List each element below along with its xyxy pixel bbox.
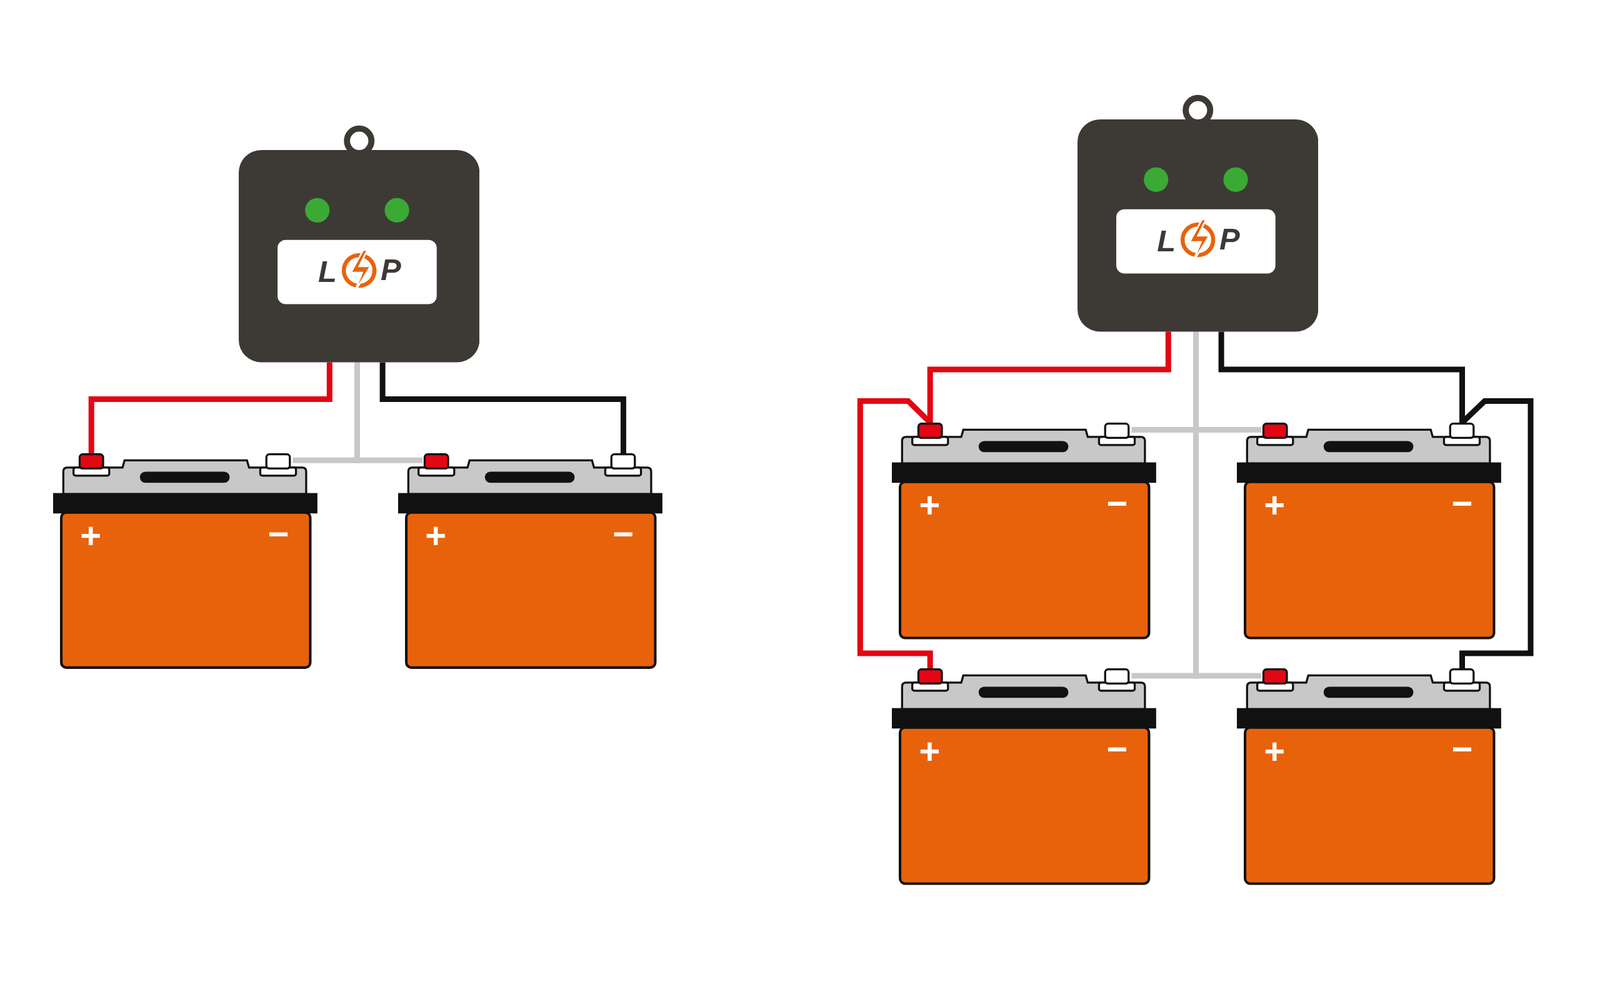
battery: +−: [891, 668, 1157, 886]
polarity-sign: −: [1451, 485, 1474, 522]
lid-slot: [1323, 440, 1414, 452]
status-led: [1143, 167, 1169, 192]
battery-body: [61, 512, 310, 668]
polarity-sign: +: [1263, 486, 1285, 524]
balancer-art: [238, 150, 480, 363]
balancer-housing: [1077, 119, 1319, 332]
battery-body: [900, 481, 1149, 639]
lid-slot: [978, 686, 1069, 699]
logo-letter: L: [318, 256, 337, 287]
battery-body: [900, 727, 1149, 884]
polarity-sign: +: [80, 517, 102, 554]
positive-wire: [91, 362, 330, 454]
hanging-hook: [1185, 98, 1210, 123]
positive-terminal: [424, 454, 449, 469]
balancer-unit: LP: [238, 150, 480, 363]
negative-terminal: [1450, 423, 1474, 439]
balance-wire: [1131, 331, 1197, 430]
positive-wire: [930, 331, 1169, 423]
battery-band: [891, 462, 1157, 484]
polarity-sign: +: [918, 486, 940, 524]
logo-letter: P: [1219, 223, 1240, 255]
polarity-sign: −: [1106, 485, 1129, 522]
logo-letter: L: [1156, 225, 1176, 257]
status-led: [1223, 167, 1249, 192]
lid-slot: [485, 471, 575, 483]
battery-art: [1236, 668, 1502, 886]
polarity-sign: +: [1263, 733, 1285, 770]
polarity-sign: −: [1106, 730, 1129, 767]
polarity-sign: −: [613, 515, 635, 552]
battery-body: [1245, 481, 1494, 639]
battery-body: [406, 512, 655, 668]
logo-plate: [1116, 209, 1276, 274]
balancer-unit: LP: [1077, 119, 1319, 332]
battery-art: [53, 453, 318, 670]
positive-terminal: [79, 454, 104, 469]
logo-letter: P: [380, 254, 402, 285]
battery-band: [398, 493, 663, 514]
negative-terminal: [266, 454, 290, 469]
lid-slot: [140, 471, 230, 483]
status-led: [305, 198, 330, 223]
positive-terminal: [918, 423, 942, 439]
battery: +−: [1236, 668, 1502, 886]
battery-band: [53, 493, 318, 514]
balance-wire: [292, 362, 357, 461]
battery: +−: [398, 453, 663, 670]
battery: +−: [891, 422, 1157, 640]
logo-bolt: [351, 250, 371, 294]
positive-terminal: [1263, 669, 1287, 684]
positive-terminal: [1263, 423, 1287, 439]
battery-art: [891, 422, 1157, 640]
hanging-hook: [346, 128, 372, 154]
battery-art: [1236, 422, 1502, 640]
battery-art: [398, 453, 663, 670]
lid-slot: [1323, 686, 1414, 699]
balancer-art: [1077, 119, 1319, 332]
battery: +−: [53, 453, 318, 670]
battery-band: [1236, 462, 1502, 484]
logo-plate: [277, 240, 437, 305]
balance-wire: [356, 362, 423, 461]
negative-wire: [1221, 331, 1462, 423]
battery-art: [891, 668, 1157, 886]
polarity-sign: +: [918, 733, 940, 770]
battery-band: [1236, 708, 1502, 729]
negative-wire: [382, 362, 624, 454]
logo-bolt: [1190, 219, 1210, 263]
balance-wire: [1196, 331, 1262, 430]
negative-terminal: [1450, 669, 1474, 684]
polarity-sign: −: [268, 515, 290, 552]
polarity-sign: +: [425, 517, 447, 554]
battery-body: [1245, 727, 1494, 884]
negative-terminal: [1105, 423, 1129, 439]
positive-terminal: [918, 669, 942, 684]
battery-band: [891, 708, 1157, 729]
status-led: [384, 198, 409, 223]
negative-terminal: [1105, 669, 1129, 684]
balancer-housing: [238, 150, 480, 363]
lid-slot: [978, 440, 1069, 452]
polarity-sign: −: [1451, 730, 1474, 767]
battery: +−: [1236, 422, 1502, 640]
negative-terminal: [611, 454, 635, 469]
